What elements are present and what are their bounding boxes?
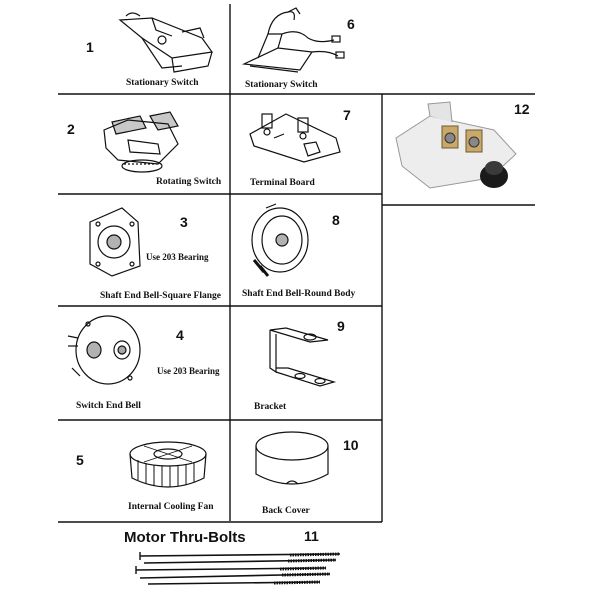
thru-bolts-illustration: [130, 548, 350, 593]
back-cover-illustration: [250, 428, 340, 498]
stationary-switch-wired-illustration: [238, 4, 348, 79]
terminal-board-illustration: [244, 104, 344, 169]
part-caption: Bracket: [254, 402, 286, 412]
part-note: Use 203 Bearing: [146, 252, 209, 262]
part-number: 11: [304, 528, 319, 544]
rotating-switch-illustration: [98, 104, 188, 179]
part-number: 4: [176, 327, 184, 343]
part-number: 9: [337, 318, 345, 334]
part-number: 10: [343, 437, 359, 453]
part-number: 5: [76, 452, 84, 468]
part-number: 8: [332, 212, 340, 228]
part-caption: Rotating Switch: [156, 177, 221, 187]
part-caption: Terminal Board: [250, 178, 315, 188]
bracket-illustration: [258, 320, 338, 395]
cooling-fan-illustration: [124, 434, 214, 494]
part-number: 3: [180, 214, 188, 230]
part-caption: Switch End Bell: [76, 401, 141, 411]
part-caption: Shaft End Bell-Round Body: [242, 289, 355, 299]
part-note: Use 203 Bearing: [157, 366, 220, 376]
part-caption: Internal Cooling Fan: [128, 502, 214, 512]
part-caption: Shaft End Bell-Square Flange: [100, 291, 221, 301]
part-number: 7: [343, 107, 351, 123]
part-number: 1: [86, 39, 94, 55]
part-number: 2: [67, 121, 75, 137]
part-caption: Stationary Switch: [126, 78, 199, 88]
capacitor-terminal-photo: [390, 96, 530, 201]
stationary-switch-illustration: [112, 8, 222, 78]
part-number: 6: [347, 16, 355, 32]
round-body-end-bell-illustration: [246, 200, 316, 280]
part-caption: Motor Thru-Bolts: [124, 529, 246, 546]
switch-end-bell-illustration: [64, 310, 154, 390]
part-caption: Stationary Switch: [245, 80, 318, 90]
square-flange-end-bell-illustration: [82, 202, 152, 282]
part-caption: Back Cover: [262, 506, 310, 516]
